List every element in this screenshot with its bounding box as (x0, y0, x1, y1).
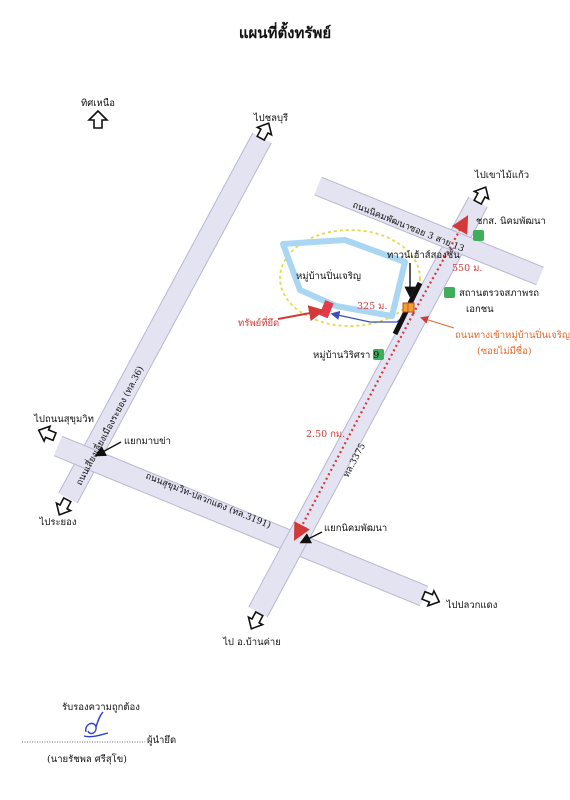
townhouse-label: ทาวน์เฮ้าส์สองชั้น (387, 248, 460, 261)
arrow-to-pluak-daeng-icon (420, 589, 441, 608)
inspection-station-label-2: เอกชน (466, 304, 494, 315)
to-rayong-label: ไประยอง (39, 516, 77, 528)
arrow-to-ban-khai-icon (247, 610, 265, 630)
signature-role: ผู้นำยึด (147, 735, 176, 746)
roads (53, 132, 544, 618)
junction-nikhom-arrow (299, 531, 323, 544)
certify-label: รับรองความถูกต้อง (62, 702, 140, 713)
townhouse-icon (402, 302, 415, 313)
junction-nikhom-label: แยกนิคมพัฒนา (324, 523, 387, 534)
junction-maptaphut-arrow (94, 441, 122, 457)
distance-550m-label: 550 ม. (452, 263, 482, 274)
inspection-station-label: สถานตรวจสภาพรถ (459, 288, 539, 299)
north-label: ทิศเหนือ (81, 98, 115, 109)
school-label: ชกส. นิคมพัฒนา (476, 216, 546, 227)
signature-mark (83, 711, 109, 738)
arrow-to-sukhumvit-icon (37, 424, 58, 443)
direction-arrows (37, 109, 490, 630)
village-wirisara-label: หมู่บ้านวิริศรา 9 (313, 350, 379, 361)
property-marker (319, 300, 334, 319)
arrow-to-khao-mai-kaeo-icon (472, 186, 490, 206)
distance-325m-label: 325 ม. (357, 301, 387, 312)
village-area-outline (279, 229, 421, 327)
to-khao-mai-kaeo-label: ไปเขาไม้แก้ว (474, 169, 529, 181)
village-pin-charoen-label: หมู่บ้านปิ่นเจริญ (296, 269, 361, 282)
to-sukhumvit-label: ไปถนนสุขุมวิท (33, 413, 94, 425)
junction-maptaphut-label: แยกมาบข่า (124, 436, 171, 447)
to-chonburi-label: ไปชลบุรี (253, 112, 288, 124)
to-pluak-daeng-label: ไปปลวกแดง (446, 599, 498, 611)
signature-name: (นายรัชพล ศรีสุโข) (47, 753, 127, 765)
distance-line-2-50km (293, 313, 414, 541)
north-arrow-icon (87, 109, 109, 129)
entrance-label-arrow (420, 315, 455, 329)
distance-line-550m (412, 215, 469, 315)
wirisara-marker (373, 349, 384, 360)
property-label: ทรัพย์ที่ยึด (238, 316, 279, 329)
distance-2-50km-label: 2.50 กม. (306, 429, 345, 440)
map-title: แผนที่ตั้งทรัพย์ (239, 21, 331, 42)
arrow-to-rayong-icon (55, 496, 73, 516)
school-marker (473, 230, 484, 241)
entrance-road-label-2: (ซอยไม่มีชื่อ) (477, 344, 532, 357)
property-pointer-arrow (277, 305, 325, 322)
to-ban-khai-label: ไป อ.บ้านค่าย (222, 636, 281, 648)
village-boundary (280, 237, 408, 319)
inspection-station-marker (444, 287, 455, 298)
arrow-to-chonburi-icon (255, 122, 273, 142)
entrance-road-label: ถนนทางเข้าหมู่บ้านปิ่นเจริญ (455, 328, 570, 341)
